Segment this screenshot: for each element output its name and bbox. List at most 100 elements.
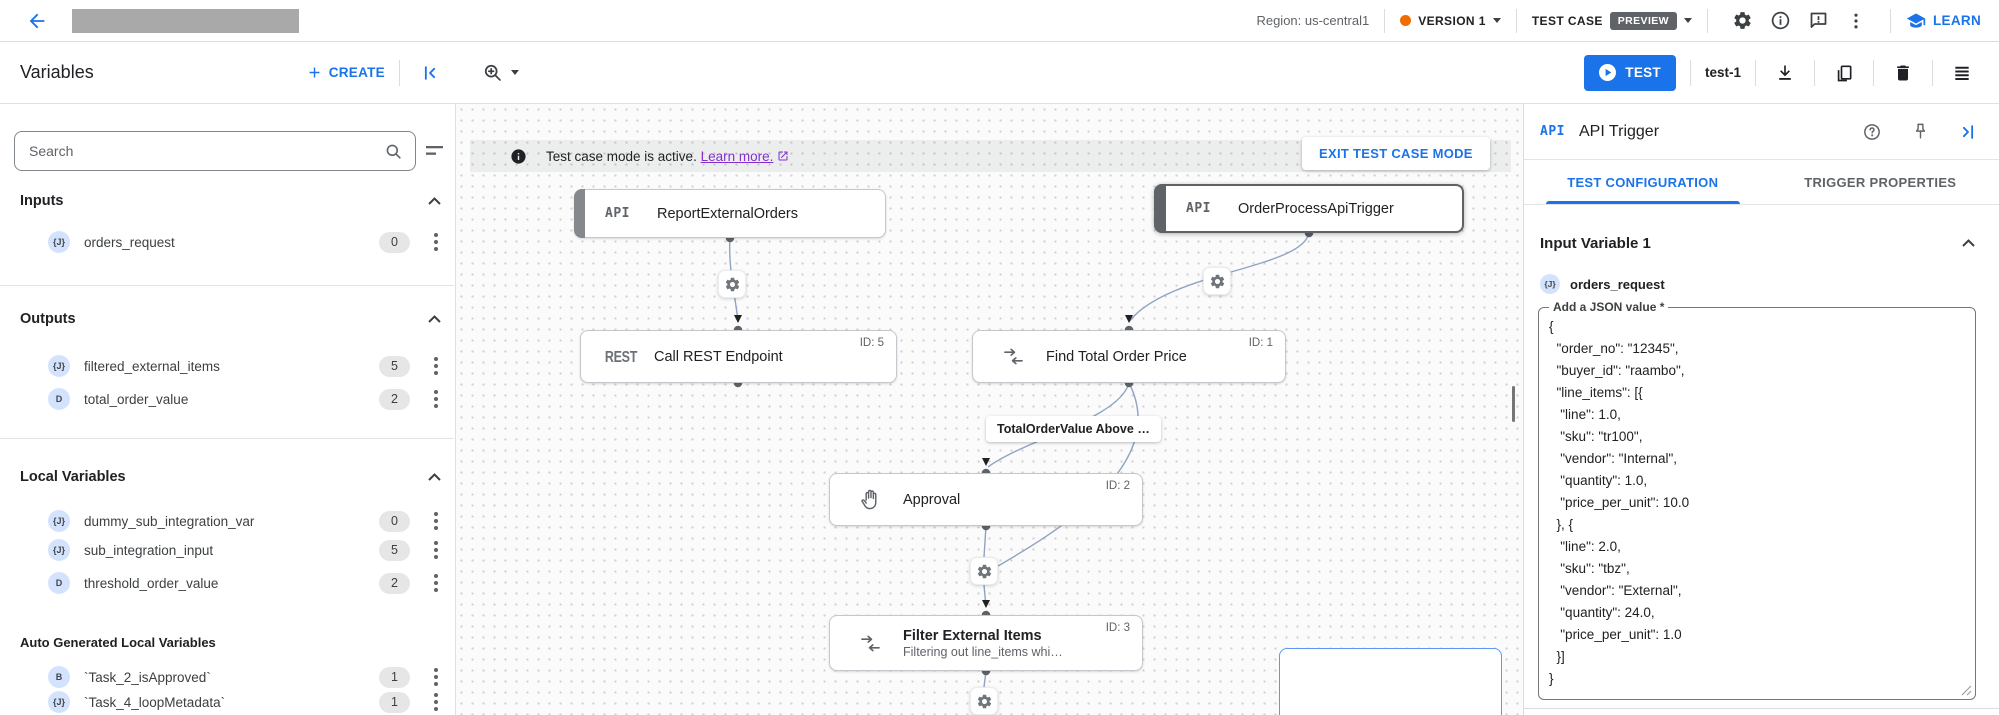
resize-handle-icon[interactable]: [1961, 685, 1972, 696]
divider: [1515, 8, 1517, 33]
test-case-label: TEST CASE: [1531, 13, 1603, 28]
variables-toolbar: Variables CREATE TEST: [0, 42, 1999, 104]
divider: [1384, 8, 1386, 33]
chevron-up-icon[interactable]: [1962, 239, 1975, 247]
section-header-outputs: Outputs: [20, 308, 441, 330]
chevron-down-icon: [511, 70, 519, 75]
node-id-label: ID: 1: [1248, 337, 1273, 349]
node-call-rest-endpoint[interactable]: ID: 5 REST Call REST Endpoint: [580, 330, 897, 383]
variable-row-total-order-value[interactable]: D total_order_value 2: [0, 385, 454, 413]
back-button[interactable]: [18, 2, 56, 40]
variable-row-filtered-external-items[interactable]: {J} filtered_external_items 5: [0, 352, 454, 380]
section-title: Input Variable 1: [1540, 234, 1651, 252]
version-status-dot-icon: [1400, 15, 1412, 26]
copy-button[interactable]: [1829, 58, 1859, 88]
row-menu-icon[interactable]: [434, 581, 438, 585]
variable-name: total_order_value: [84, 391, 189, 407]
test-button[interactable]: TEST: [1584, 54, 1676, 91]
edge-condition-label[interactable]: TotalOrderValue Above …: [986, 416, 1161, 442]
row-menu-icon[interactable]: [434, 700, 438, 704]
divider: [1689, 59, 1691, 86]
learn-label: LEARN: [1933, 13, 1981, 28]
delete-button[interactable]: [1888, 58, 1918, 88]
row-menu-icon[interactable]: [434, 548, 438, 552]
row-menu-icon[interactable]: [434, 397, 438, 401]
usage-count-badge: 2: [379, 388, 410, 410]
log-list-button[interactable]: [1947, 58, 1977, 88]
list-icon: [1955, 66, 1969, 80]
edge-config-button[interactable]: [970, 687, 998, 715]
feedback-button[interactable]: [1799, 2, 1837, 40]
empty-selection-box[interactable]: [1279, 648, 1502, 715]
download-button[interactable]: [1770, 58, 1800, 88]
pin-button[interactable]: [1903, 115, 1937, 149]
json-value-input[interactable]: { "order_no": "12345", "buyer_id": "raam…: [1545, 316, 1969, 688]
exit-test-case-mode-button[interactable]: EXIT TEST CASE MODE: [1302, 137, 1490, 170]
chevron-up-icon[interactable]: [428, 473, 441, 481]
tab-test-configuration[interactable]: TEST CONFIGURATION: [1524, 160, 1762, 204]
row-menu-icon[interactable]: [434, 519, 438, 523]
node-order-process-api-trigger[interactable]: API OrderProcessApiTrigger: [1154, 184, 1464, 233]
variable-name: orders_request: [1570, 276, 1665, 292]
more-options-button[interactable]: [1837, 2, 1875, 40]
filter-variables-button[interactable]: [423, 141, 447, 161]
chevron-up-icon[interactable]: [428, 197, 441, 205]
collapse-right-icon: [1962, 124, 1974, 139]
api-trigger-badge: API: [605, 206, 630, 221]
panel-footer-divider: [1524, 708, 1999, 715]
search-input[interactable]: [29, 143, 384, 159]
gear-icon: [1210, 274, 1224, 288]
test-case-selector[interactable]: TEST CASE PREVIEW: [1531, 11, 1692, 30]
gear-icon: [725, 277, 739, 291]
edge-config-button[interactable]: [970, 557, 998, 585]
help-button[interactable]: [1855, 115, 1889, 149]
info-icon: [511, 148, 526, 164]
boolean-type-icon: B: [48, 666, 70, 688]
collapse-sidebar-button[interactable]: [414, 57, 446, 89]
node-id-label: ID: 3: [1105, 622, 1130, 634]
row-menu-icon[interactable]: [434, 240, 438, 244]
test-case-name[interactable]: test-1: [1704, 65, 1741, 80]
double-type-icon: D: [48, 388, 70, 410]
variables-sidebar: Inputs {J} orders_request 0 Outputs {J}: [0, 104, 456, 715]
copy-icon: [1837, 65, 1852, 81]
variable-row-task4-loopmetadata[interactable]: {J} `Task_4_loopMetadata` 1: [0, 688, 454, 715]
zoom-control[interactable]: [482, 62, 519, 83]
variable-row-dummy-sub-integration-var[interactable]: {J} dummy_sub_integration_var 0: [0, 507, 454, 535]
node-id-label: ID: 2: [1105, 480, 1130, 492]
version-selector[interactable]: VERSION 1: [1400, 14, 1501, 28]
workflow-canvas[interactable]: Test case mode is active. Learn more. EX…: [456, 104, 1523, 715]
node-filter-external-items[interactable]: ID: 3 Filter External Items Filtering ou…: [829, 615, 1143, 671]
search-box: [14, 131, 416, 171]
divider: [1707, 8, 1708, 33]
variable-row-orders-request[interactable]: {J} orders_request 0: [0, 228, 454, 256]
node-approval[interactable]: ID: 2 Approval: [829, 473, 1143, 526]
school-icon: [1906, 13, 1926, 28]
usage-count-badge: 5: [379, 539, 410, 561]
edge-config-button[interactable]: [1203, 267, 1231, 295]
data-mapping-icon: [1003, 348, 1023, 365]
edge-config-button[interactable]: [718, 270, 746, 298]
row-menu-icon[interactable]: [434, 675, 438, 679]
row-menu-icon[interactable]: [434, 364, 438, 368]
canvas-scrollbar[interactable]: [1512, 386, 1515, 422]
tab-trigger-properties[interactable]: TRIGGER PROPERTIES: [1762, 160, 1999, 204]
learn-more-link[interactable]: Learn more.: [701, 149, 790, 164]
node-id-label: ID: 5: [859, 337, 884, 349]
node-find-total-order-price[interactable]: ID: 1 Find Total Order Price: [972, 330, 1286, 383]
learn-button[interactable]: LEARN: [1906, 11, 1981, 31]
variable-row-sub-integration-input[interactable]: {J} sub_integration_input 5: [0, 536, 454, 564]
version-label: VERSION 1: [1418, 13, 1486, 28]
create-variable-button[interactable]: CREATE: [306, 64, 385, 81]
variable-row-threshold-order-value[interactable]: D threshold_order_value 2: [0, 569, 454, 597]
settings-button[interactable]: [1723, 2, 1761, 40]
top-app-bar: Region: us-central1 VERSION 1 TEST CASE …: [0, 0, 1999, 42]
node-report-external-orders[interactable]: API ReportExternalOrders: [574, 189, 886, 238]
download-icon: [1779, 65, 1791, 80]
collapse-panel-button[interactable]: [1951, 115, 1985, 149]
info-button[interactable]: [1761, 2, 1799, 40]
variable-row-task2-isapproved[interactable]: B `Task_2_isApproved` 1: [0, 663, 454, 691]
chevron-up-icon[interactable]: [428, 315, 441, 323]
api-badge: API: [1540, 124, 1565, 139]
